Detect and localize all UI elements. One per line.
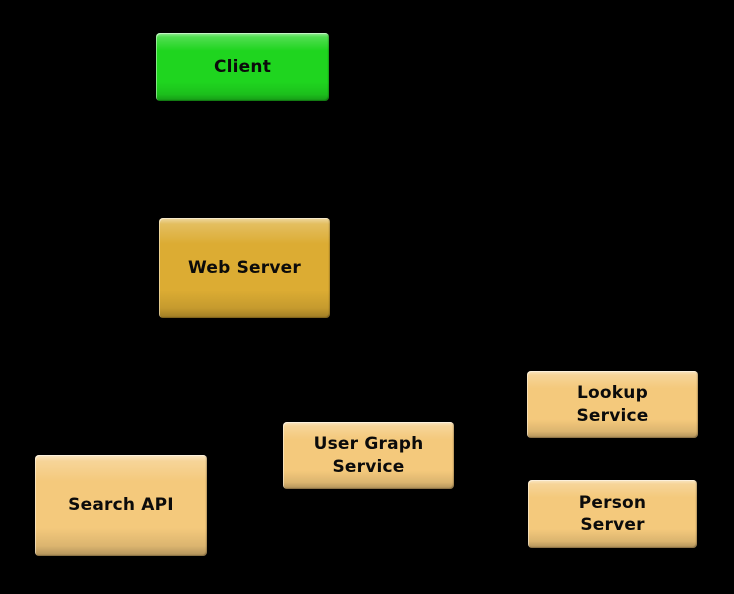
node-web-server: Web Server [159, 218, 330, 318]
node-lookup-service: Lookup Service [527, 371, 698, 438]
node-client: Client [156, 33, 329, 101]
node-person-server-label: Person Server [578, 492, 647, 535]
node-search-api: Search API [35, 455, 207, 556]
node-user-graph-service-label: User Graph Service [313, 434, 424, 477]
node-user-graph-service: User Graph Service [283, 422, 454, 489]
node-search-api-label: Search API [68, 495, 174, 516]
node-client-label: Client [213, 56, 272, 77]
node-lookup-service-label: Lookup Service [576, 383, 649, 426]
node-person-server: Person Server [528, 480, 697, 548]
node-web-server-label: Web Server [188, 257, 301, 278]
